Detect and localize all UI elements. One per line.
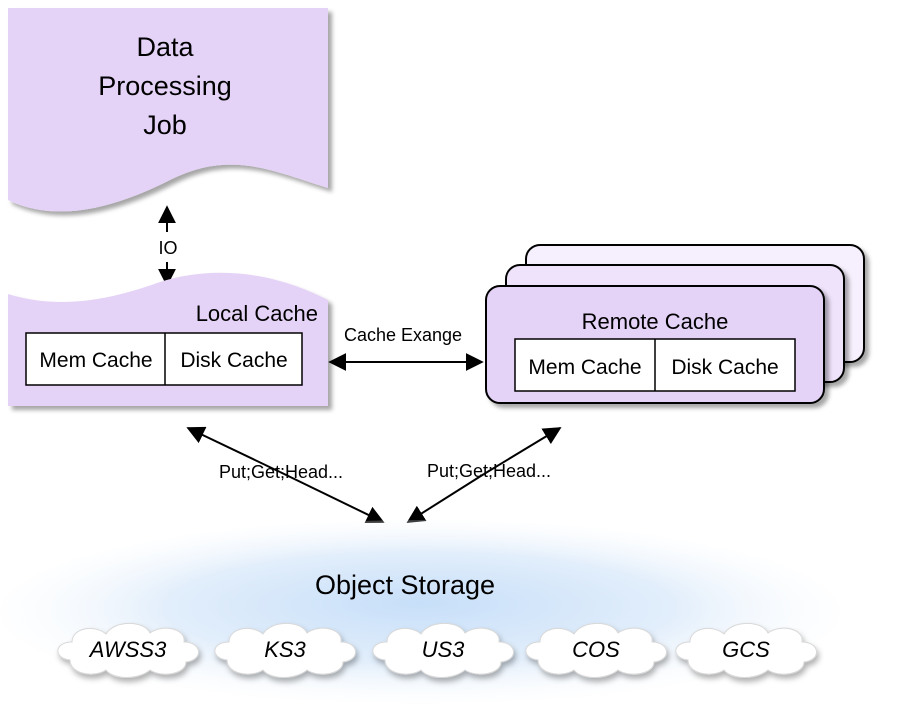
remote-cache-node: Remote Cache Mem Cache Disk Cache <box>485 244 865 404</box>
local-storage-edge: Put;Get;Head... <box>186 426 385 524</box>
remote-mem-cache-cell: Mem Cache <box>528 356 641 379</box>
object-storage-node: Object Storage AWSS3 KS3 US3 COS GCS <box>0 520 840 704</box>
cache-exchange-edge: Cache Exange <box>328 325 484 371</box>
local-cache-node: Local Cache Mem Cache Disk Cache <box>8 272 328 406</box>
job-label-line-2: Processing <box>98 71 232 101</box>
remote-cache-title: Remote Cache <box>582 309 729 334</box>
data-processing-job-node: Data Processing Job <box>8 8 328 212</box>
local-cache-title: Local Cache <box>196 301 318 326</box>
cloud-gcs: GCS <box>675 622 818 678</box>
local-ops-label: Put;Get;Head... <box>219 462 343 482</box>
remote-disk-cache-cell: Disk Cache <box>671 356 778 379</box>
object-storage-title: Object Storage <box>315 570 495 600</box>
cloud-cos: COS <box>525 622 668 678</box>
provider-cos-label: COS <box>572 637 620 662</box>
provider-ks3-label: KS3 <box>264 637 306 662</box>
io-label: IO <box>158 238 177 258</box>
cloud-awss3: AWSS3 <box>57 622 200 678</box>
local-mem-cache-cell: Mem Cache <box>39 349 152 372</box>
local-cache-table <box>25 332 303 386</box>
local-disk-cache-cell: Disk Cache <box>180 349 287 372</box>
provider-awss3-label: AWSS3 <box>88 637 167 662</box>
io-edge: IO <box>158 205 178 287</box>
cloud-us3: US3 <box>372 622 515 678</box>
provider-us3-label: US3 <box>422 637 466 662</box>
remote-ops-label: Put;Get;Head... <box>427 461 551 481</box>
provider-gcs-label: GCS <box>722 637 770 662</box>
job-label-line-3: Job <box>143 110 187 140</box>
cache-exchange-label: Cache Exange <box>344 325 462 345</box>
job-label-line-1: Data <box>136 32 194 62</box>
cloud-ks3: KS3 <box>214 622 357 678</box>
remote-storage-edge: Put;Get;Head... <box>406 427 562 523</box>
